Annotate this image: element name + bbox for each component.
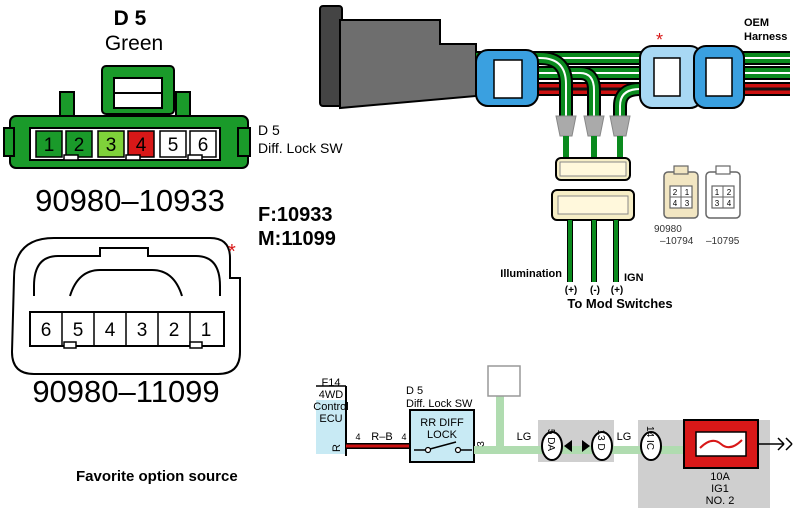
d5-pin-4: 4: [136, 135, 147, 156]
d5-pin-3: 3: [106, 135, 117, 156]
connector-11099-pin-3: 3: [137, 320, 148, 341]
switch-pin-4: 4: [401, 432, 406, 442]
oem-harness-label-2: Harness: [744, 31, 787, 43]
switch-pin-3: 3: [476, 441, 487, 447]
small-right-part: –10795: [706, 236, 740, 247]
oem-harness-label-1: OEM: [744, 17, 769, 29]
connector-11099-pin-labels: 6 5 4 3 2 1: [41, 320, 212, 341]
connector-14ic-label: 14 IC: [644, 426, 655, 450]
small-left-pin-3: 3: [685, 199, 690, 208]
connector-5da-label: 5 DA: [545, 429, 556, 452]
d5-connector-body: [3, 65, 251, 169]
ecu-pin-r: R: [331, 444, 343, 452]
d5-title: D 5: [114, 7, 147, 30]
harness-asterisk: *: [656, 30, 663, 50]
connector-11099-asterisk: *: [228, 241, 236, 263]
ecu-label-3: Control: [313, 401, 348, 413]
wire-lg-label-1: LG: [517, 431, 532, 443]
wire-rb-label: R–B: [371, 431, 392, 443]
d5-color-name: Green: [105, 32, 163, 55]
d5-pin-6: 6: [198, 135, 209, 156]
connector-11099-pin-6: 6: [41, 320, 52, 341]
connector-13d-label: 13 D: [595, 429, 606, 450]
ecu-label-1: F14: [322, 377, 341, 389]
connector-11099-pin-2: 2: [169, 320, 180, 341]
d5-pin-1: 1: [44, 135, 55, 156]
switch-box-label-1: RR DIFF: [420, 417, 464, 429]
switch-box-label-2: LOCK: [427, 429, 458, 441]
plus-terminal-2: (+): [611, 285, 624, 296]
small-left-pin-4: 4: [673, 199, 678, 208]
ecu-label-2: 4WD: [319, 389, 344, 401]
connector-11099-pin-1: 1: [201, 320, 212, 341]
d5-side-label-name: Diff. Lock SW: [258, 140, 343, 156]
harness-illustration: * OEM Harness Illumination IGN (+) (-) (…: [319, 5, 790, 311]
plus-terminal-1: (+): [565, 285, 578, 296]
illumination-label: Illumination: [500, 268, 562, 280]
part-numbers-note: F:10933 M:11099: [258, 204, 336, 250]
junction-connectors: [541, 431, 662, 461]
minus-terminal: (-): [590, 285, 600, 296]
small-left-part-2: –10794: [660, 236, 694, 247]
connector-11099-part-number: 90980–11099: [32, 374, 219, 409]
schematic: F14 4WD Control ECU R 4 R–B 4 D 5 Diff. …: [313, 365, 793, 508]
small-left-part-1: 90980: [654, 224, 682, 235]
connector-11099-pin-5: 5: [73, 320, 84, 341]
footer-note: Favorite option source: [76, 468, 238, 485]
ecu-pin-4: 4: [355, 432, 360, 442]
schematic-switch-id: D 5: [406, 385, 423, 397]
schematic-switch-name: Diff. Lock SW: [406, 398, 473, 410]
small-right-pin-4: 4: [727, 199, 732, 208]
female-part-number: F:10933: [258, 204, 333, 226]
small-right-pin-3: 3: [715, 199, 720, 208]
fuse-circuit: IG1: [711, 483, 729, 495]
ecu-label-4: ECU: [319, 413, 342, 425]
small-left-pin-2: 2: [673, 188, 678, 197]
fuse-number: NO. 2: [706, 495, 735, 507]
small-right-pin-1: 1: [715, 188, 720, 197]
d5-side-label-id: D 5: [258, 122, 280, 138]
connector-11099-group: 6 5 4 3 2 1 * 90980–11099: [10, 237, 241, 409]
d5-pin-2: 2: [74, 135, 85, 156]
fuse-rating: 10A: [710, 471, 730, 483]
d5-pin-5: 5: [168, 135, 179, 156]
to-mod-switches-label: To Mod Switches: [567, 296, 672, 311]
small-right-pin-2: 2: [727, 188, 732, 197]
small-connectors: 2 1 4 3 1 2 3 4 90980 –10794 –10795: [654, 165, 741, 247]
d5-part-number: 90980–10933: [35, 183, 225, 218]
d5-pin-labels: 1 2 3 4 5 6: [44, 135, 209, 156]
male-part-number: M:11099: [258, 228, 336, 250]
ign-label: IGN: [624, 272, 644, 284]
connector-11099-pin-4: 4: [105, 320, 116, 341]
d5-connector-group: D 5 Green 1 2: [3, 7, 343, 218]
wire-lg-label-2: LG: [617, 431, 632, 443]
small-left-pin-1: 1: [685, 188, 690, 197]
